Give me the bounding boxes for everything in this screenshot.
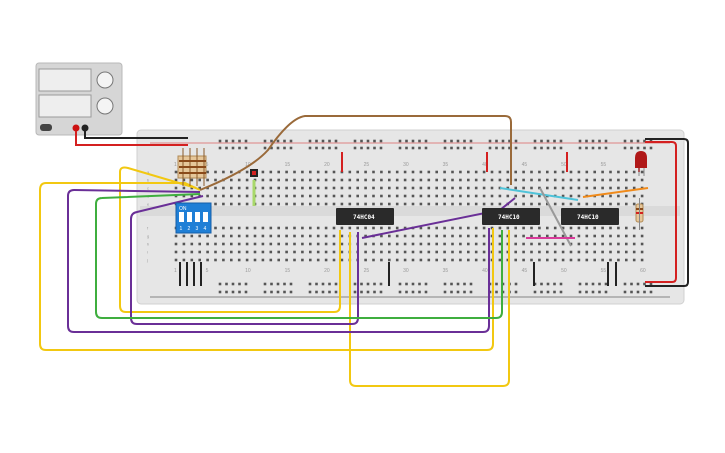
- column-number: 45: [522, 162, 528, 168]
- column-number: 10: [245, 268, 251, 274]
- led-resistor[interactable]: [635, 198, 644, 230]
- wire-purple-outer[interactable]: [67, 188, 490, 333]
- row-letter: c: [147, 186, 149, 191]
- breadboard[interactable]: 1155101015152020252530303535404045455050…: [136, 129, 685, 305]
- psu-display-bottom: [38, 94, 92, 118]
- dip-switch-number: 1: [180, 226, 183, 232]
- chip-74hc10-a[interactable]: 74HC10: [482, 208, 540, 225]
- breadboard-holes: [174, 139, 653, 294]
- psu-positive-terminal[interactable]: [72, 124, 80, 132]
- column-number: 25: [364, 268, 370, 274]
- chip-74hc10-b[interactable]: 74HC10: [561, 208, 619, 225]
- push-button[interactable]: [250, 169, 258, 177]
- wire-red-right-rail[interactable]: [645, 141, 677, 283]
- column-number: 35: [443, 268, 449, 274]
- wire-yellow-inner[interactable]: [119, 166, 341, 313]
- column-number: 1: [174, 162, 177, 168]
- column-number: 15: [285, 162, 291, 168]
- dip-switch-key[interactable]: [187, 212, 192, 222]
- column-number: 30: [403, 268, 409, 274]
- column-number: 20: [324, 268, 330, 274]
- wire-black-right-rail[interactable]: [645, 138, 689, 287]
- dip-switch-key[interactable]: [203, 212, 208, 222]
- center-channel: [140, 206, 680, 216]
- column-number: 20: [324, 162, 330, 168]
- row-letter: e: [147, 202, 150, 207]
- chip-label-2: 74HC10: [498, 214, 520, 221]
- column-number: 50: [561, 162, 567, 168]
- column-number: 60: [640, 268, 646, 274]
- wire-black-ground[interactable]: [84, 131, 188, 139]
- column-number: 40: [482, 268, 488, 274]
- wires[interactable]: [39, 115, 689, 387]
- psu-negative-terminal[interactable]: [81, 124, 89, 132]
- wire-green[interactable]: [95, 193, 503, 319]
- psu-current-knob[interactable]: [96, 97, 114, 115]
- jumper-gray[interactable]: [539, 187, 572, 247]
- psu-display-top: [38, 68, 92, 92]
- psu-voltage-knob[interactable]: [96, 71, 114, 89]
- row-letter: j: [146, 258, 148, 263]
- column-numbers: 1155101015152020252530303535404045455050…: [174, 162, 646, 274]
- chip-label-3: 74HC10: [577, 214, 599, 221]
- dip-switch-number: 2: [188, 226, 191, 232]
- power-supply[interactable]: [35, 62, 123, 136]
- column-number: 55: [601, 268, 607, 274]
- row-letter: a: [147, 170, 150, 175]
- column-number: 30: [403, 162, 409, 168]
- dip-switch-number: 3: [196, 226, 199, 232]
- psu-switch[interactable]: [40, 124, 52, 131]
- column-number: 10: [245, 162, 251, 168]
- column-number: 50: [561, 268, 567, 274]
- column-number: 5: [206, 268, 209, 274]
- jumper-orange[interactable]: [582, 187, 649, 198]
- wire-yellow-lower[interactable]: [349, 230, 510, 387]
- column-number: 40: [482, 162, 488, 168]
- wire-yellow-outer[interactable]: [39, 182, 494, 351]
- column-number: 5: [206, 162, 209, 168]
- chip-74hc04[interactable]: 74HC04: [336, 208, 394, 225]
- jumper-cyan[interactable]: [499, 187, 579, 201]
- row-letter: f: [147, 226, 149, 231]
- dip-switch-number: 4: [204, 226, 207, 232]
- wire-brown[interactable]: [199, 115, 512, 191]
- dip-on-label: ON: [179, 206, 187, 212]
- column-number: 35: [443, 162, 449, 168]
- resistor-bank[interactable]: [177, 148, 207, 186]
- column-number: 25: [364, 162, 370, 168]
- column-number: 15: [285, 268, 291, 274]
- column-number: 1: [174, 268, 177, 274]
- dip-switch-key[interactable]: [179, 212, 184, 222]
- row-letter: g: [147, 234, 149, 239]
- red-led[interactable]: [635, 151, 647, 176]
- dip-switch-key[interactable]: [195, 212, 200, 222]
- row-letter: b: [147, 178, 150, 183]
- chip-label-1: 74HC04: [353, 214, 375, 221]
- row-letter: i: [147, 250, 148, 255]
- column-number: 55: [601, 162, 607, 168]
- wire-red-power[interactable]: [75, 131, 188, 146]
- wire-purple-inner[interactable]: [130, 195, 359, 325]
- row-letter: h: [147, 242, 149, 247]
- column-number: 45: [522, 268, 528, 274]
